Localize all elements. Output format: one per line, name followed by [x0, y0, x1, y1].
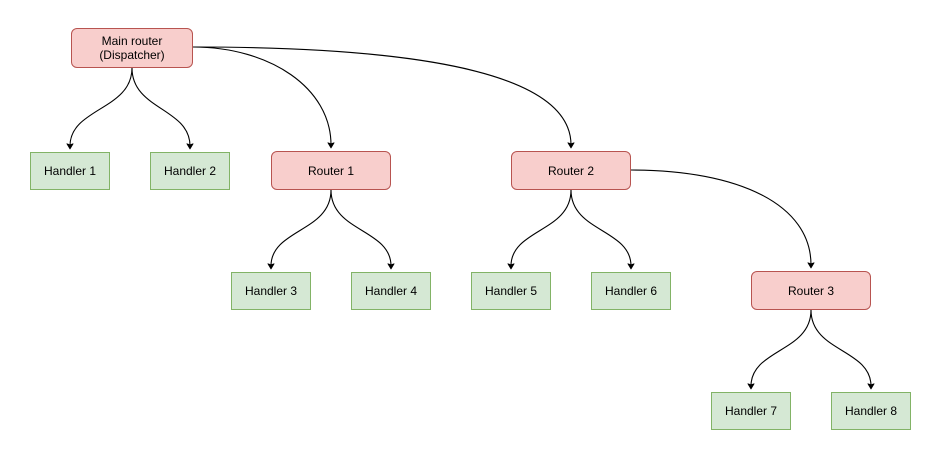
- edge-router-2-to-router-3: [630, 169, 811, 265]
- node-handler-4[interactable]: Handler 4: [351, 272, 431, 310]
- node-handler-6[interactable]: Handler 6: [591, 272, 671, 310]
- node-label-handler-8: Handler 8: [844, 404, 898, 418]
- node-label-handler-4: Handler 4: [364, 284, 418, 298]
- edge-router-2-to-handler-5: [511, 189, 572, 266]
- node-label-router-2: Router 2: [547, 163, 595, 178]
- node-handler-2[interactable]: Handler 2: [150, 152, 230, 190]
- edge-main-router-to-handler-2: [131, 67, 190, 146]
- edge-main-router-to-router-2: [192, 46, 571, 145]
- node-router-2[interactable]: Router 2: [511, 151, 631, 190]
- edges-group: [70, 46, 871, 386]
- node-label-handler-5: Handler 5: [484, 284, 538, 298]
- node-label-main-router: Main router (Dispatcher): [99, 34, 165, 62]
- edge-router-1-to-handler-4: [330, 189, 391, 266]
- node-handler-8[interactable]: Handler 8: [831, 392, 911, 430]
- node-router-3[interactable]: Router 3: [751, 271, 871, 310]
- node-label-handler-6: Handler 6: [604, 284, 658, 298]
- edge-router-1-to-handler-3: [271, 189, 332, 266]
- node-router-1[interactable]: Router 1: [271, 151, 391, 190]
- edge-router-3-to-handler-7: [751, 309, 812, 386]
- edge-main-router-to-router-1: [192, 46, 331, 145]
- node-label-handler-1: Handler 1: [43, 164, 97, 178]
- edge-main-router-to-handler-1: [70, 67, 133, 146]
- node-main-router[interactable]: Main router (Dispatcher): [71, 28, 193, 68]
- node-label-handler-3: Handler 3: [244, 284, 298, 298]
- edge-router-2-to-handler-6: [570, 189, 631, 266]
- node-handler-5[interactable]: Handler 5: [471, 272, 551, 310]
- node-handler-1[interactable]: Handler 1: [30, 152, 110, 190]
- node-label-router-1: Router 1: [307, 163, 355, 178]
- node-label-router-3: Router 3: [787, 283, 835, 298]
- node-handler-3[interactable]: Handler 3: [231, 272, 311, 310]
- node-handler-7[interactable]: Handler 7: [711, 392, 791, 430]
- edge-router-3-to-handler-8: [810, 309, 871, 386]
- node-label-handler-7: Handler 7: [724, 404, 778, 418]
- node-label-handler-2: Handler 2: [163, 164, 217, 178]
